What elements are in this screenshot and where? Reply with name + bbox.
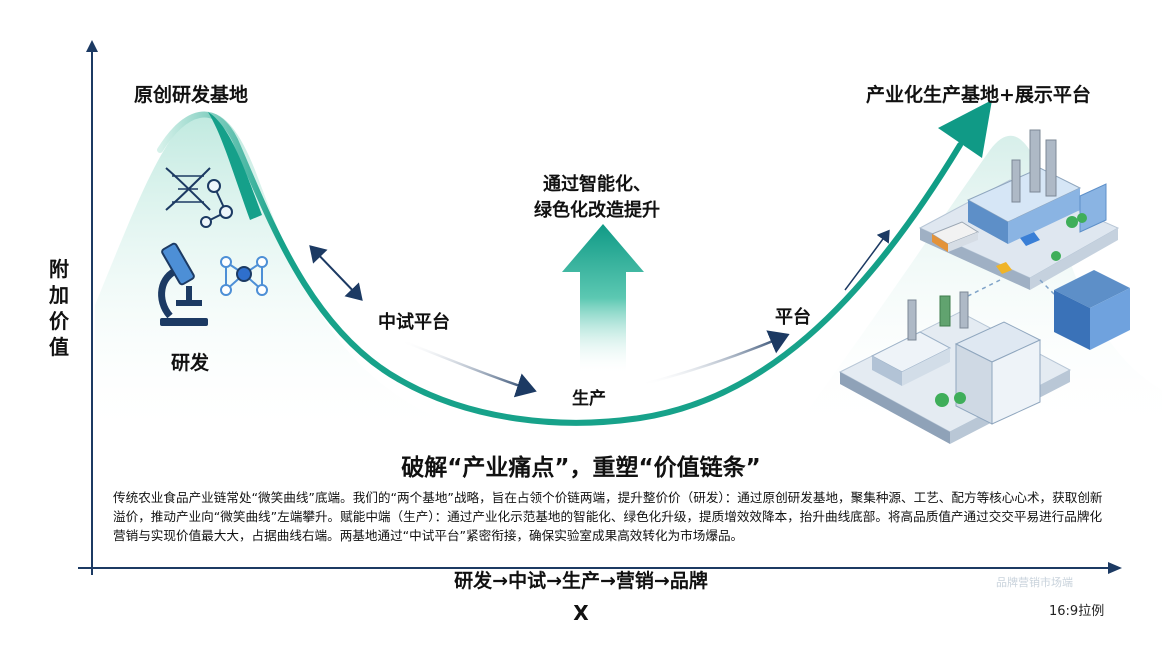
x-axis-symbol: X xyxy=(573,601,589,625)
curve-arrowhead xyxy=(938,100,992,158)
center-title-line2: 绿色化改造提升 xyxy=(534,200,660,221)
aspect-ratio-note: 16:9拉例 xyxy=(1049,604,1105,619)
tree-icon xyxy=(1051,213,1087,261)
rd-pilot-double-arrow xyxy=(309,245,363,301)
office-building-icon xyxy=(954,270,1130,425)
platform-label: 平台 xyxy=(775,307,811,328)
truck-icon xyxy=(930,221,1040,274)
upgrade-up-arrow xyxy=(562,224,644,372)
molecule-icon xyxy=(200,179,233,228)
description-paragraph: 传统农业食品产业链常处“微笑曲线”底端。我们的“两个基地”战略，旨在占领个价链两… xyxy=(113,490,1103,543)
dna-icon xyxy=(165,167,211,211)
x-axis-flow-label: 研发→中试→生产→营销→品牌 xyxy=(454,570,708,592)
platform-to-base-arrow xyxy=(844,229,890,291)
center-title-line1: 通过智能化、 xyxy=(543,174,651,195)
y-axis-label: 附加价值 xyxy=(49,257,69,359)
headline: 破解“产业痛点”，重塑“价值链条” xyxy=(401,455,761,481)
production-to-platform-arrow xyxy=(639,330,790,387)
production-label: 生产 xyxy=(572,389,606,409)
left-peak-label: 原创研发基地 xyxy=(134,84,249,106)
microscope-icon xyxy=(158,242,208,326)
tree-icon xyxy=(935,392,966,407)
rd-label: 研发 xyxy=(171,352,210,374)
x-axis-arrowhead xyxy=(1108,562,1122,574)
molecule-network-icon xyxy=(220,256,268,296)
left-peak-ribbon xyxy=(208,112,262,220)
watermark-text: 品牌营销市场端 xyxy=(996,576,1073,589)
right-peak-label: 产业化生产基地+展示平台 xyxy=(866,84,1091,106)
y-axis-arrowhead xyxy=(86,40,98,52)
pilot-platform-label: 中试平台 xyxy=(378,312,450,333)
left-mountain xyxy=(95,112,560,441)
smile-curve xyxy=(157,111,963,426)
pilot-to-production-arrow xyxy=(399,338,537,398)
